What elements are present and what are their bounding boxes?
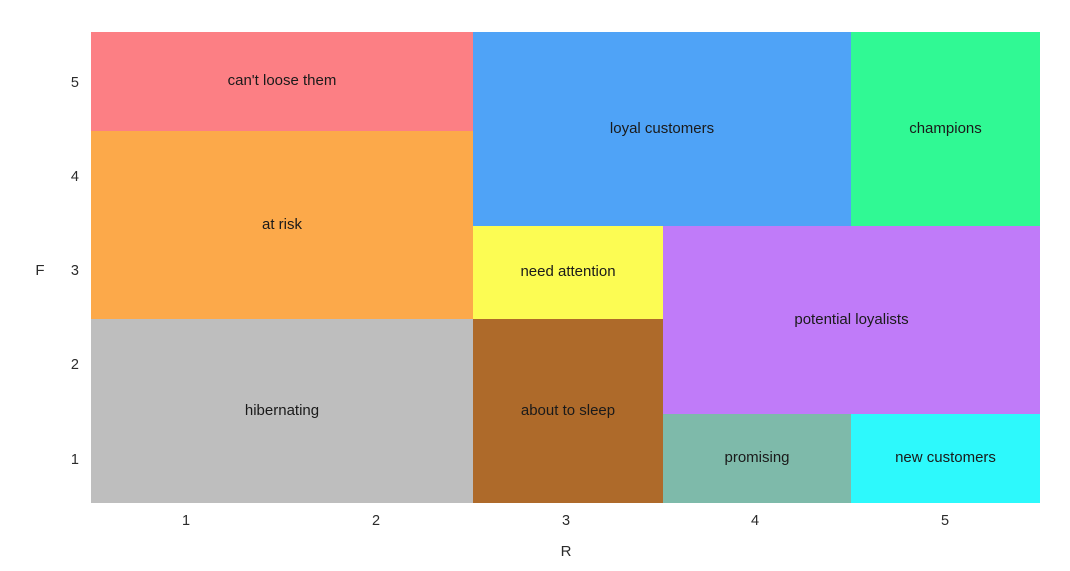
x-tick-2: 2: [371, 513, 381, 529]
segment-label-champions: champions: [909, 119, 982, 137]
y-tick-4: 4: [70, 169, 79, 185]
segment-about-to-sleep[interactable]: about to sleep: [473, 319, 663, 503]
segment-hibernating[interactable]: hibernating: [91, 319, 473, 503]
x-axis-title: R: [560, 543, 572, 560]
segment-cant-loose-them[interactable]: can't loose them: [91, 32, 473, 131]
y-axis-title: F: [35, 262, 45, 279]
segment-label-loyal-customers: loyal customers: [609, 119, 715, 137]
y-tick-1: 1: [70, 452, 79, 468]
y-tick-2: 2: [70, 357, 79, 373]
segment-label-about-to-sleep: about to sleep: [520, 401, 616, 419]
segment-label-at-risk: at risk: [261, 215, 302, 233]
segment-label-hibernating: hibernating: [244, 401, 320, 419]
y-tick-3: 3: [70, 263, 79, 279]
segment-promising[interactable]: promising: [663, 414, 851, 503]
x-tick-3: 3: [561, 513, 571, 529]
segment-label-promising: promising: [724, 449, 790, 467]
plot-area: can't loose them at risk hibernating loy…: [91, 32, 1040, 503]
x-tick-1: 1: [181, 513, 191, 529]
segment-new-customers[interactable]: new customers: [851, 414, 1040, 503]
segment-label-new-customers: new customers: [895, 449, 996, 467]
segment-loyal-customers[interactable]: loyal customers: [473, 32, 851, 226]
segment-label-need-attention: need attention: [520, 263, 616, 281]
x-tick-5: 5: [940, 513, 950, 529]
segment-at-risk[interactable]: at risk: [91, 131, 473, 319]
segment-potential-loyalists[interactable]: potential loyalists: [663, 226, 1040, 414]
segment-label-potential-loyalists: potential loyalists: [794, 310, 909, 328]
segment-need-attention[interactable]: need attention: [473, 226, 663, 319]
segment-label-cant-loose-them: can't loose them: [227, 72, 337, 90]
y-tick-5: 5: [70, 75, 79, 91]
x-tick-4: 4: [750, 513, 760, 529]
segment-champions[interactable]: champions: [851, 32, 1040, 226]
